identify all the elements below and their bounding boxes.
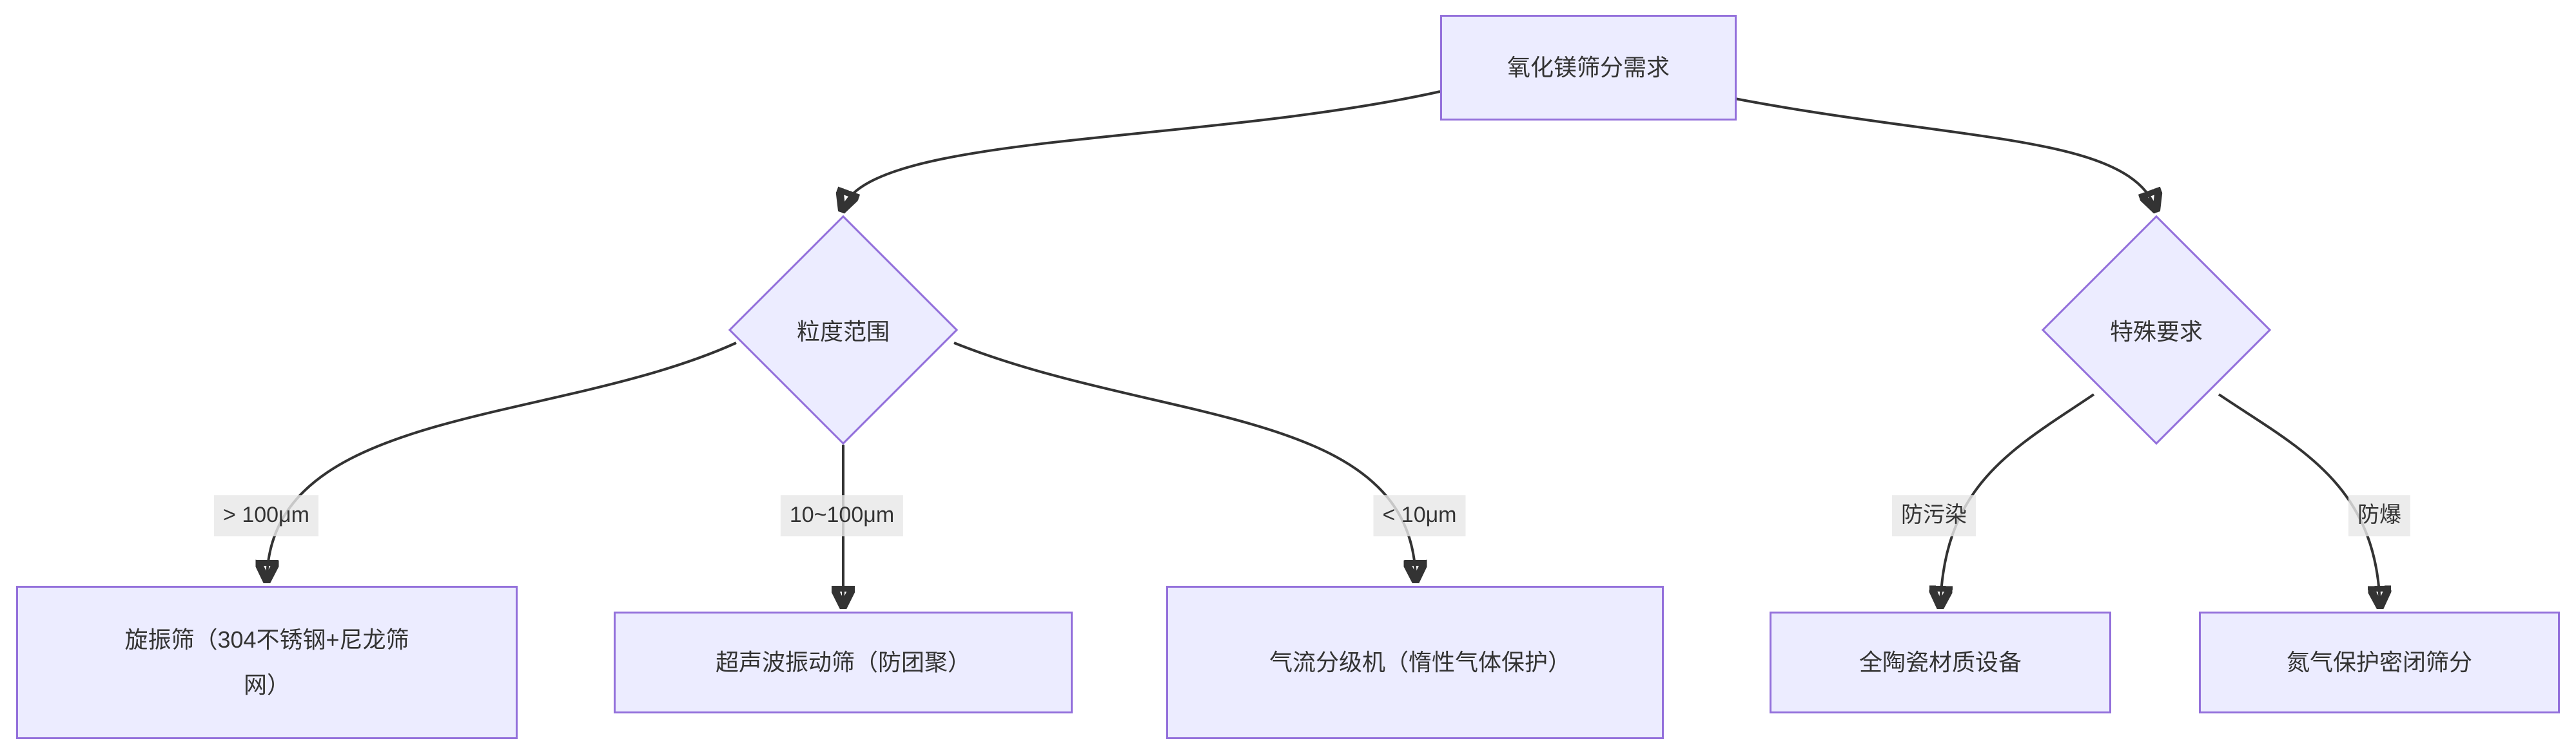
outcome-rotary-vibrating-screen: 旋振筛（304不锈钢+尼龙筛网） <box>16 586 518 739</box>
outcome-air-classifier-label: 气流分级机（惰性气体保护） <box>1269 648 1572 675</box>
outcome-nitrogen-sealed-screening-label: 氮气保护密闭筛分 <box>2286 648 2472 675</box>
edge-particle-size-to-rotary-screen <box>267 342 737 579</box>
decision-particle-size-range: 粒度范围 <box>728 215 959 445</box>
edge-label-10-100um: 10~100μm <box>780 495 904 536</box>
outcome-nitrogen-sealed-screening: 氮气保护密闭筛分 <box>2199 612 2560 713</box>
outcome-ultrasonic-vibrating-screen-label: 超声波振动筛（防团聚） <box>715 648 971 675</box>
outcome-rotary-vibrating-screen-label: 旋振筛（304不锈钢+尼龙筛网） <box>124 626 409 698</box>
edge-root-to-special <box>1731 97 2156 209</box>
edge-special-to-nitrogen-screening <box>2218 393 2380 605</box>
decision-special-requirements-label: 特殊要求 <box>2109 318 2203 345</box>
decision-special-requirements: 特殊要求 <box>2041 215 2272 445</box>
outcome-ultrasonic-vibrating-screen: 超声波振动筛（防团聚） <box>614 612 1073 713</box>
edge-label-anti-contamination: 防污染 <box>1892 495 1976 536</box>
edge-label-lt-10um: < 10μm <box>1373 495 1466 536</box>
edge-root-to-particle-size <box>843 90 1441 209</box>
node-screening-requirement: 氧化镁筛分需求 <box>1440 15 1737 121</box>
node-screening-requirement-label: 氧化镁筛分需求 <box>1507 53 1670 81</box>
outcome-ceramic-equipment-label: 全陶瓷材质设备 <box>1859 648 2022 675</box>
outcome-ceramic-equipment: 全陶瓷材质设备 <box>1770 612 2111 713</box>
outcome-air-classifier: 气流分级机（惰性气体保护） <box>1166 586 1664 739</box>
edge-special-to-ceramic-equipment <box>1940 393 2095 605</box>
edge-label-gt-100um: > 100μm <box>214 495 318 536</box>
edge-particle-size-to-air-classifier <box>953 342 1416 579</box>
decision-particle-size-range-label: 粒度范围 <box>796 318 890 345</box>
edge-label-explosion-proof: 防爆 <box>2348 495 2410 536</box>
